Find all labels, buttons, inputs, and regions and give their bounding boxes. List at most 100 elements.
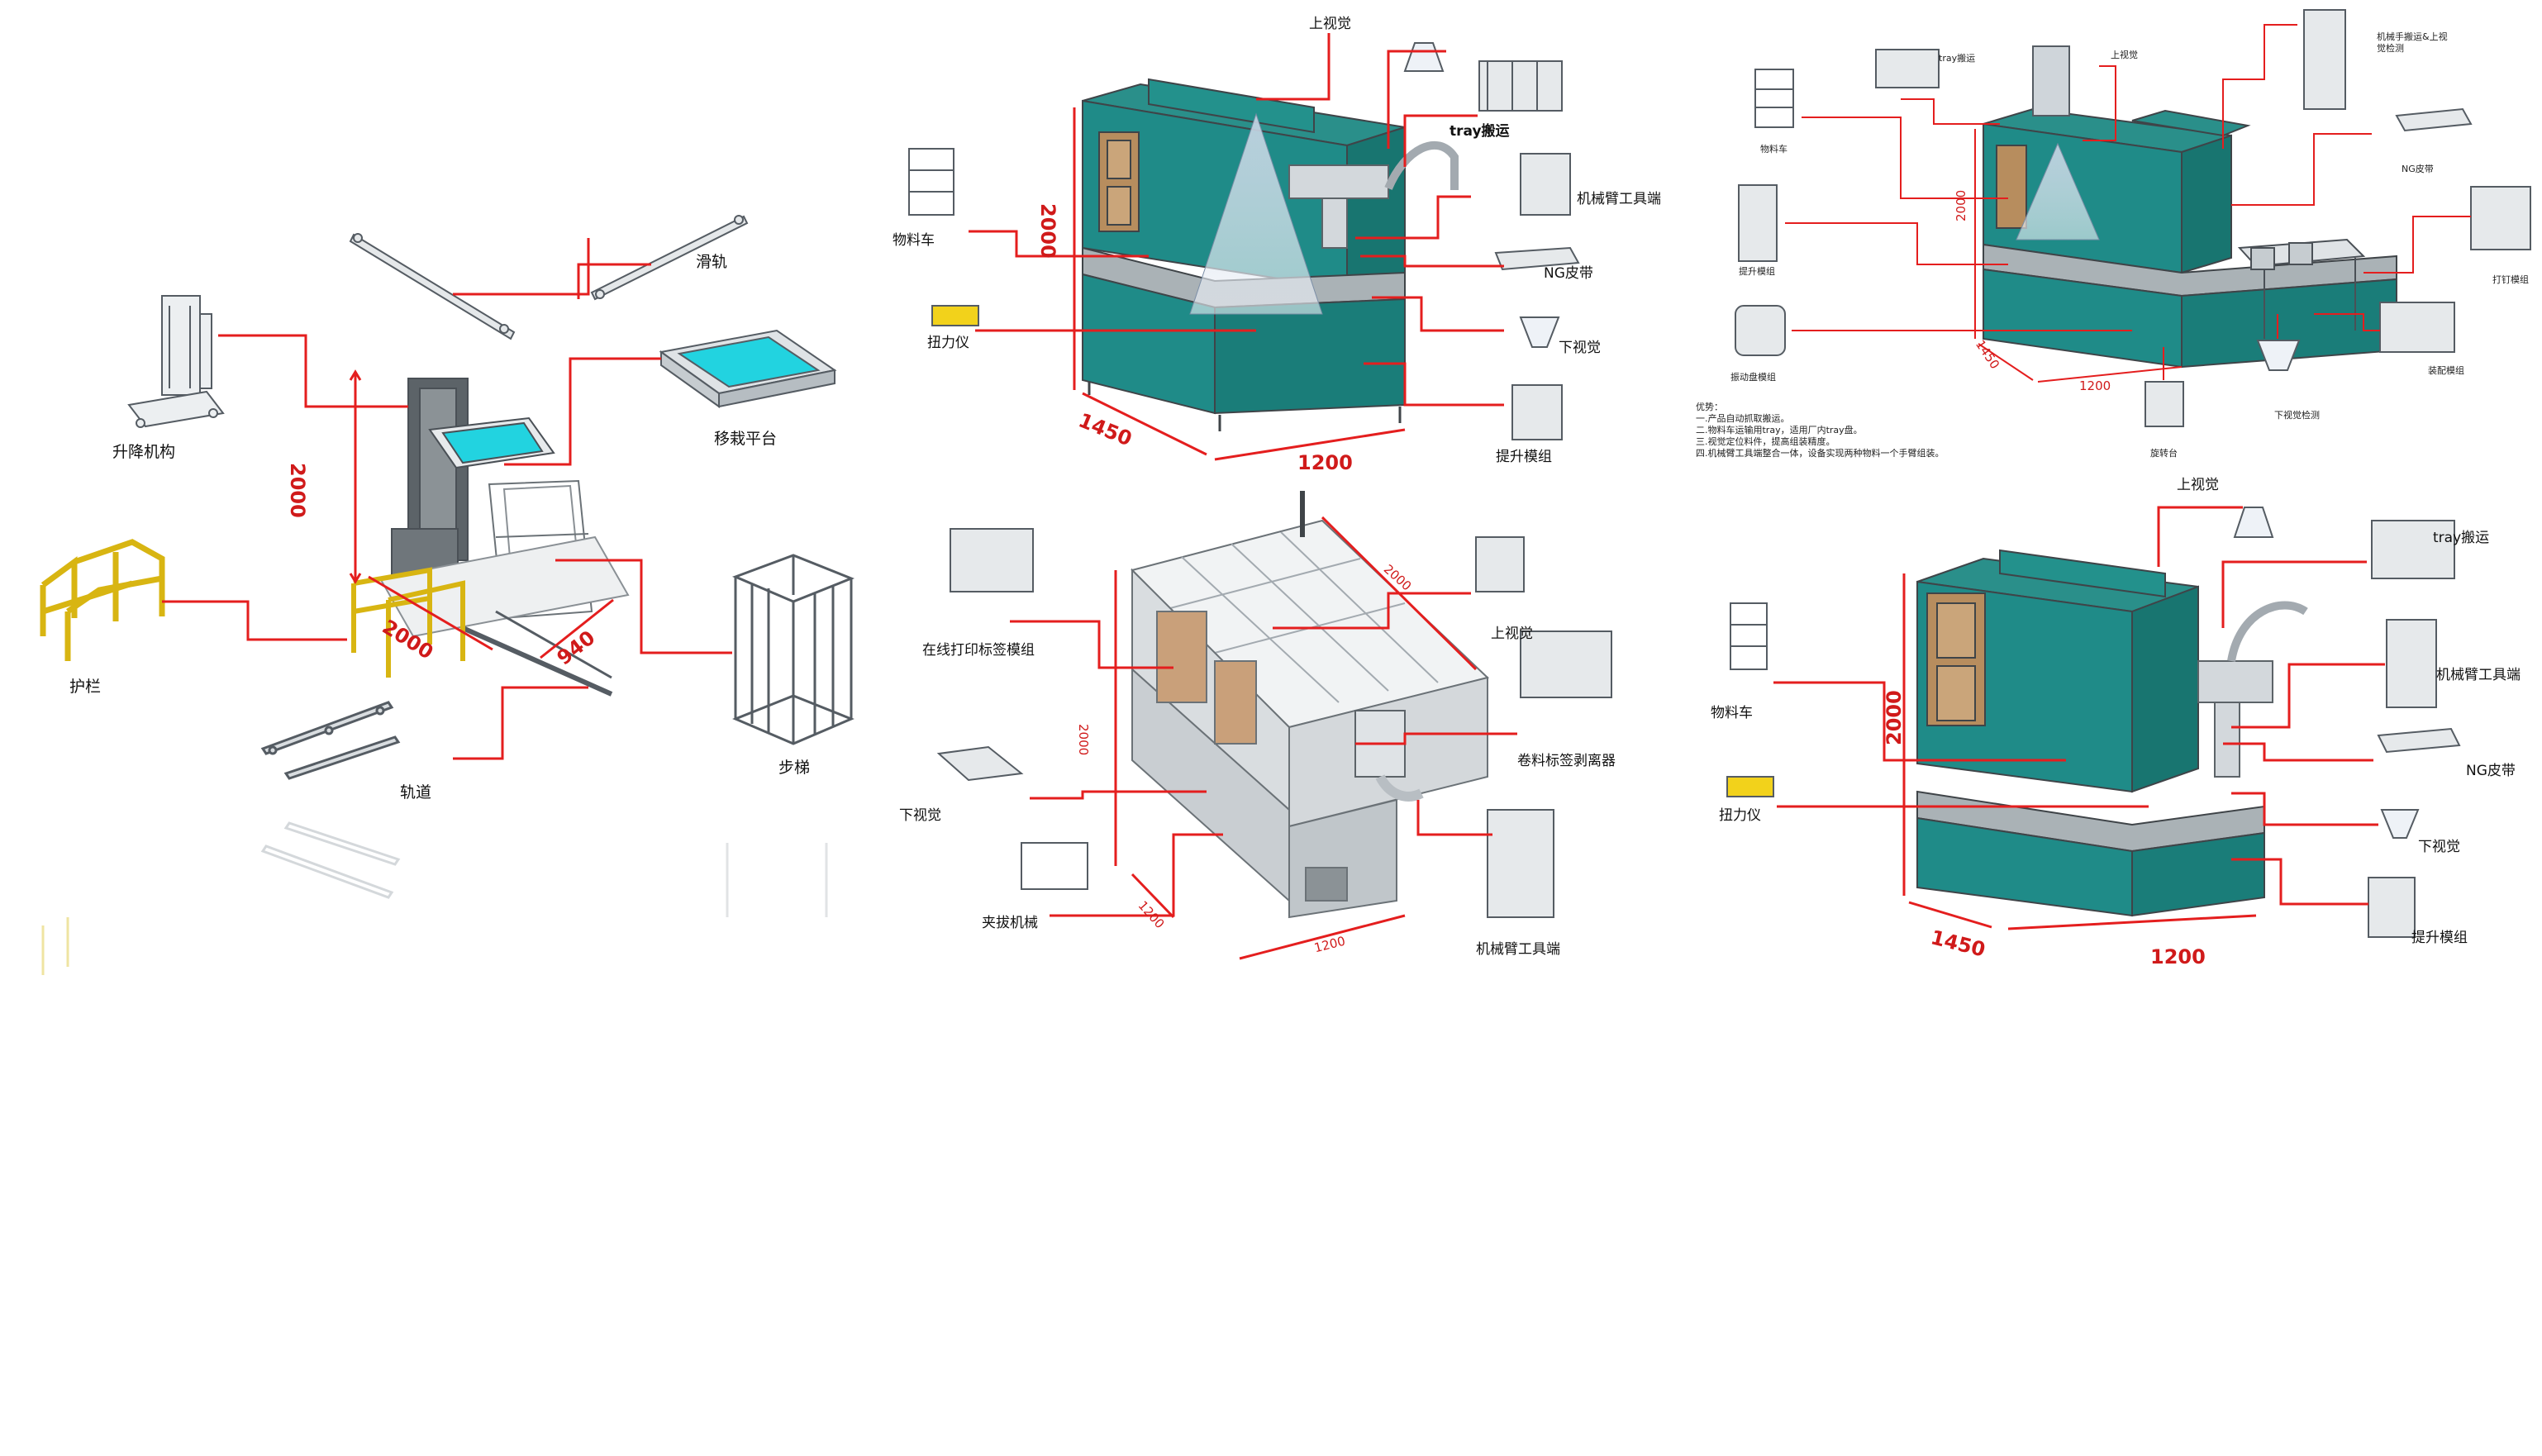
torque-meter-icon [1726,776,1774,797]
panel-b-callouts [969,33,1504,461]
panel-d-cabinet [1131,519,1490,919]
label-e-ng-belt: NG皮带 [2466,763,2516,779]
dim-e-width: 1200 [2150,945,2206,968]
vibration-plate-icon [1735,305,1786,356]
label-c-tray-transfer: tray搬运 [1939,53,1976,64]
panel-e-cabinet [1916,549,2265,917]
material-cart-icon [908,148,954,216]
note-line: 二.物料车运输用tray，适用厂内tray盘。 [1696,425,1863,435]
label-print-module-icon [950,528,1034,592]
tray-transfer-icon [2371,520,2455,579]
lift-station-main-drawing [378,378,630,697]
material-cart-icon [1730,602,1768,670]
transfer-platform-drawing [659,329,837,408]
label-d-roll-label-peeler: 卷料标签剥离器 [1517,753,1616,769]
panel-b-legs [1088,382,1402,431]
label-guardrail: 护栏 [69,678,102,696]
ng-belt-icon [2377,727,2461,754]
label-b-tray-transfer: tray搬运 [1450,123,1510,140]
note-line: 四.机械臂工具端整合一体，设备实现两种物料一个手臂组装。 [1696,448,1945,459]
label-c-rotary-table: 旋转台 [2150,448,2178,459]
panel-e-assembly-cell [1726,506,2461,938]
dim-c-height: 2000 [1954,189,1968,221]
top-vision-icon [1475,536,1525,592]
label-e-tray-transfer: tray搬运 [2433,530,2490,546]
label-c-ng-belt: NG皮带 [2402,164,2434,174]
track-drawing [260,701,401,780]
panel-d-icons [936,528,1612,918]
step-ladder-drawing [731,554,855,745]
panel-a-lift-station [40,215,855,975]
top-vision-icon [1403,42,1445,72]
label-c-vibration-plate: 振动盘模组 [1730,372,1776,383]
guardrail-main-drawing [351,567,465,678]
note-line: 三.视觉定位料件，提高组装精度。 [1696,436,1835,447]
top-vision-icon [2032,45,2070,117]
guardrail-drawing [40,539,165,661]
dim-c-width: 1200 [2079,378,2111,393]
panel-e-callouts [1773,506,2385,930]
label-d-top-vision: 上视觉 [1491,626,1533,642]
panel-b-vision-cone [1189,112,1323,315]
label-c-lift-module: 提升模组 [1739,266,1775,277]
label-step-ladder: 步梯 [778,759,811,777]
panel-c-vision-cone [2016,142,2100,240]
panel-e-robot [2197,601,2308,778]
robot-tool-end-icon [1487,809,1554,918]
rotary-table-icon [2145,381,2184,427]
slide-rail-drawing [349,215,749,340]
material-cart-icon [1754,69,1794,128]
label-transfer-platform: 移栽平台 [714,430,778,448]
label-lift-mechanism: 升降机构 [112,443,176,461]
panel-b-assembly-cell [908,33,1580,461]
label-e-top-vision: 上视觉 [2177,477,2219,493]
dim-b-width: 1200 [1297,451,1353,474]
bottom-vision-icon [2380,809,2420,839]
panel-b-icons [908,42,1580,440]
label-d-online-label-print: 在线打印标签模组 [922,642,1035,659]
label-b-bottom-vision: 下视觉 [1559,340,1601,356]
ng-belt-icon [1494,246,1580,271]
label-d-bottom-vision: 下视觉 [899,807,941,824]
label-e-lift-module: 提升模组 [2411,930,2468,946]
label-b-lift-module: 提升模组 [1496,449,1552,465]
panel-d-callouts [1010,516,1517,960]
nailing-module-icon [2470,186,2531,250]
lift-module-icon [1738,184,1778,262]
label-b-ng-belt: NG皮带 [1544,265,1593,282]
bottom-vision-icon [2256,340,2301,371]
label-c-nailing-module: 打钉模组 [2492,274,2529,285]
panel-a-callouts [162,238,732,760]
dim-d-height: 2000 [1076,724,1091,756]
panel-c-full-line [1735,9,2531,427]
bottom-vision-icon [936,745,1024,782]
roll-label-peeler-icon [1520,630,1612,698]
label-track: 轨道 [400,783,432,802]
ng-belt-icon [2395,107,2473,132]
label-b-top-vision: 上视觉 [1309,16,1351,32]
label-c-top-vision: 上视觉 [2111,50,2138,60]
label-b-torque-meter: 扭力仪 [927,335,969,351]
panel-c-workbench [2237,238,2366,339]
label-c-bottom-vision: 下视觉检测 [2274,410,2320,421]
lift-module-icon [1511,384,1563,440]
label-c-material-cart: 物料车 [1760,144,1787,155]
panel-c-icons [1735,9,2531,427]
lift-module-icon [2368,877,2416,938]
tray-transfer-icon [1478,60,1563,112]
panel-b-robot [1288,140,1459,249]
assembly-module-icon [2379,302,2455,353]
robot-tool-end-icon [2386,619,2437,708]
lift-mechanism-drawing [127,295,225,428]
panel-e-icons [1726,507,2461,938]
note-line: 一.产品自动抓取搬运。 [1696,413,1790,424]
label-c-assembly-module: 装配模组 [2428,365,2464,376]
robot-handling-icon [2303,9,2346,110]
torque-meter-icon [931,305,979,326]
label-b-material-cart: 物料车 [893,232,935,249]
robot-tool-end-icon [1520,153,1571,216]
dim-a-height: 2000 [286,463,309,518]
clamp-mechanism-icon [1021,842,1088,890]
dim-b-height: 2000 [1036,203,1059,259]
